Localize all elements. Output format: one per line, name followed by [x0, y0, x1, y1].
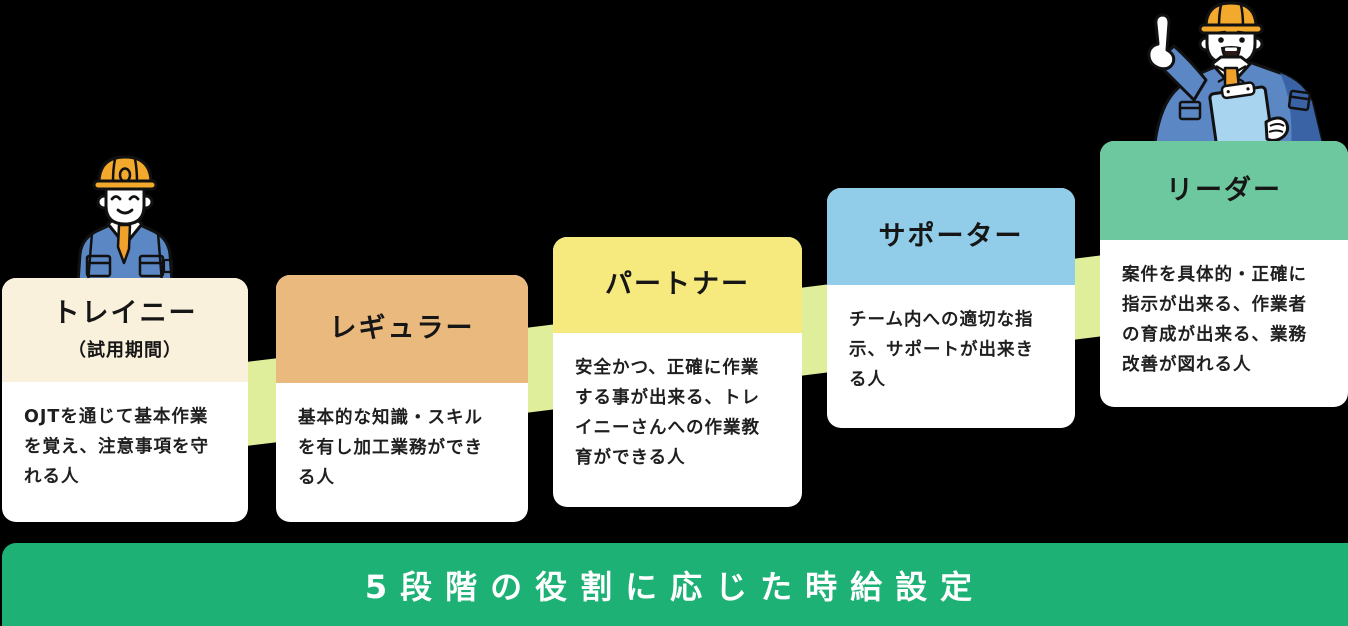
banner-label: 5段階の役割に応じた時給設定 [364, 567, 986, 606]
bottom-title-banner: 5段階の役割に応じた時給設定 [2, 543, 1348, 626]
construction-worker-smiling-icon [68, 150, 182, 282]
level-description: 安全かつ、正確に作業 する事が出来る、トレ イニーさんへの作業教 育ができる人 [575, 358, 760, 468]
level-title: サポーター [878, 220, 1024, 252]
level-card-header: リーダー [1100, 141, 1348, 240]
construction-worker-pointing-clipboard-icon [1128, 0, 1334, 152]
level-card-partner: パートナー 安全かつ、正確に作業 する事が出来る、トレ イニーさんへの作業教 育… [553, 237, 802, 507]
level-card-supporter: サポーター チーム内への適切な指 示、サポートが出来き る人 [827, 188, 1075, 428]
level-card-header: トレイニー （試用期間） [2, 278, 248, 382]
level-card-header: パートナー [553, 237, 802, 333]
level-card-header: サポーター [827, 188, 1075, 285]
level-card-header: レギュラー [276, 275, 528, 383]
level-description: チーム内への適切な指 示、サポートが出来き る人 [849, 310, 1034, 390]
level-card-leader: リーダー 案件を具体的・正確に 指示が出来る、作業者 の育成が出来る、業務 改善… [1100, 141, 1348, 407]
level-subtitle: （試用期間） [68, 339, 182, 361]
level-card-trainee: トレイニー （試用期間） OJTを通じて基本作業 を覚え、注意事項を守 れる人 [2, 278, 248, 522]
level-title: トレイニー [52, 298, 198, 330]
level-title: パートナー [605, 269, 750, 301]
level-title: リーダー [1166, 174, 1282, 206]
level-title: レギュラー [329, 313, 475, 345]
level-description: 基本的な知識・スキル を有し加工業務ができ る人 [298, 408, 483, 488]
level-description: OJTを通じて基本作業 を覚え、注意事項を守 れる人 [24, 407, 209, 487]
level-description: 案件を具体的・正確に 指示が出来る、作業者 の育成が出来る、業務 改善が図れる人 [1122, 265, 1307, 375]
level-card-regular: レギュラー 基本的な知識・スキル を有し加工業務ができ る人 [276, 275, 528, 522]
